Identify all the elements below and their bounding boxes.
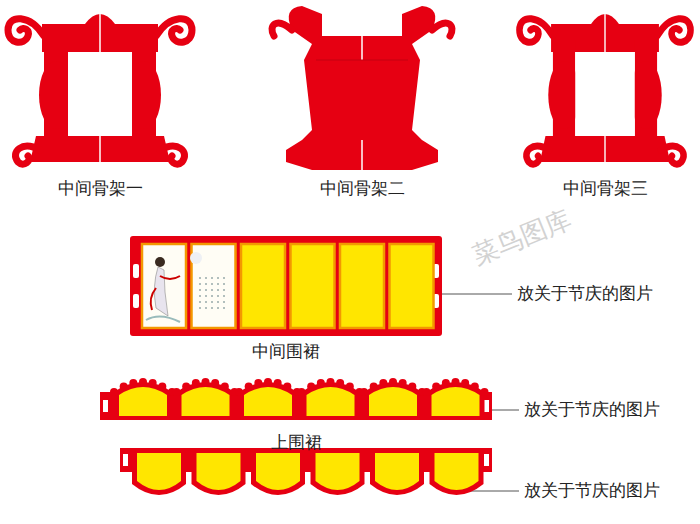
scroll-ornament [526,146,549,164]
part-name: 上围裙 [271,432,322,452]
scroll-ornament [661,146,684,164]
part-name: 中间骨架二 [320,178,405,198]
picture-panel [375,453,419,490]
part-shape [0,0,200,172]
picture-panel [432,387,480,416]
callout-label: 放关于节庆的图片 [517,283,653,303]
picture-panel [390,244,434,328]
part-shape [100,374,492,422]
scroll-ornament [519,19,552,43]
picture-panel [137,453,181,490]
scroll-ornament [160,146,185,164]
picture-panel [182,387,230,416]
picture-panel [241,244,285,328]
frame-part: 中间骨架三 [512,0,698,205]
picture-panel [435,453,479,490]
skirt-panel: 上围裙 [100,374,492,458]
part-shape [130,236,442,336]
figure-illustration [146,257,180,322]
picture-panel [244,387,292,416]
callout-label: 放关于节庆的图片 [524,480,660,500]
frame-part: 中间骨架二 [262,0,462,205]
picture-panel [340,244,384,328]
scroll-ornament [432,23,452,36]
picture-panel [197,453,241,490]
frame-window [575,52,635,136]
lower-skirt [120,448,492,495]
picture-panel [316,453,360,490]
frame-window [68,52,132,136]
part-shape [512,0,698,172]
picture-panel [142,244,186,328]
skirt-panel: 中间围裙 [130,236,442,366]
picture-panel [369,387,417,416]
scroll-ornament [657,19,690,43]
callout-label: 放关于节庆的图片 [524,399,660,419]
picture-panel [119,387,167,416]
part-name: 中间围裙 [252,341,320,361]
scroll-ornament [8,19,44,43]
picture-panel [256,453,300,490]
scroll-ornament [15,146,40,164]
frame-part: 中间骨架一 [0,0,200,205]
picture-panel [307,387,355,416]
frame-body [286,6,438,170]
picture-panel [291,244,335,328]
watermark: 菜鸟图库 [468,204,576,272]
scroll-ornament [272,23,292,36]
part-shape [262,0,462,172]
part-name: 中间骨架一 [58,178,143,198]
part-name: 中间骨架三 [563,178,648,198]
scroll-ornament [156,19,192,43]
